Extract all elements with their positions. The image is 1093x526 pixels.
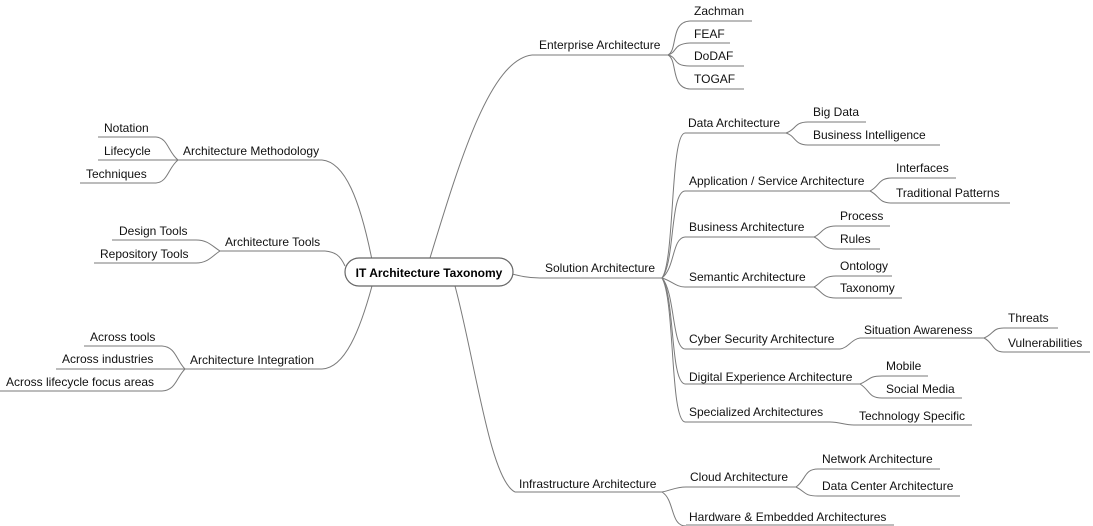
edge-solution-semantic [661, 277, 686, 288]
node-network-architecture[interactable]: Network Architecture [822, 452, 933, 466]
node-taxonomy[interactable]: Taxonomy [840, 281, 895, 295]
edge-semantic-ontology [813, 275, 837, 288]
node-vulnerabilities[interactable]: Vulnerabilities [1008, 336, 1082, 350]
edge-solution-cyber [661, 277, 686, 350]
node-dodaf[interactable]: DoDAF [694, 49, 733, 63]
node-business-architecture[interactable]: Business Architecture [689, 220, 805, 234]
root-node-label: IT Architecture Taxonomy [356, 266, 503, 280]
edge-methodology-notation [155, 136, 179, 161]
edge-semantic-taxonomy [813, 286, 837, 299]
edge-infra-cloud [661, 486, 687, 493]
edge-app-patterns [869, 190, 893, 204]
edge-root-methodology [321, 159, 373, 261]
node-interfaces[interactable]: Interfaces [896, 161, 949, 175]
node-hardware-embedded-architectures[interactable]: Hardware & Embedded Architectures [689, 510, 886, 524]
underlines [0, 20, 1090, 526]
node-digital-experience-architecture[interactable]: Digital Experience Architecture [689, 370, 853, 384]
edge-solution-application [661, 190, 686, 279]
node-social-media[interactable]: Social Media [886, 382, 955, 396]
edge-integration-tools [161, 345, 186, 370]
node-architecture-tools[interactable]: Architecture Tools [225, 235, 320, 249]
node-infrastructure-architecture[interactable]: Infrastructure Architecture [519, 477, 657, 491]
edge-data-bi [785, 132, 809, 146]
root-node-box [344, 257, 514, 287]
edge-tools-repository [195, 250, 221, 264]
node-across-lifecycle-focus-areas[interactable]: Across lifecycle focus areas [6, 375, 154, 389]
node-zachman[interactable]: Zachman [694, 4, 744, 18]
node-architecture-methodology[interactable]: Architecture Methodology [183, 144, 319, 158]
node-techniques[interactable]: Techniques [86, 167, 147, 181]
edge-enterprise-dodaf [667, 54, 691, 67]
edge-solution-specialized [661, 277, 686, 423]
node-rules[interactable]: Rules [840, 232, 871, 246]
edge-digital-social [859, 383, 883, 399]
node-across-industries[interactable]: Across industries [62, 352, 153, 366]
edge-business-rules [813, 236, 837, 250]
node-ontology[interactable]: Ontology [840, 259, 888, 273]
connectors [155, 20, 1005, 526]
node-traditional-patterns[interactable]: Traditional Patterns [896, 186, 1000, 200]
node-design-tools[interactable]: Design Tools [119, 224, 187, 238]
edge-solution-data [661, 132, 686, 279]
node-feaf[interactable]: FEAF [694, 27, 725, 41]
edge-enterprise-feaf [667, 42, 691, 56]
edge-root-infrastructure [454, 285, 516, 493]
edge-enterprise-togaf [667, 54, 691, 90]
node-data-center-architecture[interactable]: Data Center Architecture [822, 479, 954, 493]
labels: Enterprise Architecture Zachman FEAF DoD… [6, 4, 1082, 524]
node-threats[interactable]: Threats [1008, 311, 1049, 325]
root-node[interactable]: IT Architecture Taxonomy [344, 257, 514, 287]
edge-integration-lifecycle [161, 368, 186, 392]
node-lifecycle[interactable]: Lifecycle [104, 144, 151, 158]
node-specialized-architectures[interactable]: Specialized Architectures [689, 405, 823, 419]
edge-business-process [813, 225, 837, 238]
node-solution-architecture[interactable]: Solution Architecture [545, 261, 655, 275]
edge-root-enterprise [429, 54, 533, 259]
edge-enterprise-zachman [667, 20, 691, 56]
node-enterprise-architecture[interactable]: Enterprise Architecture [539, 38, 661, 52]
node-togaf[interactable]: TOGAF [694, 72, 735, 86]
edge-situation-vulnerabilities [983, 337, 1005, 353]
node-situation-awareness[interactable]: Situation Awareness [864, 323, 973, 337]
edge-solution-business [661, 236, 686, 279]
edge-methodology-techniques [155, 159, 179, 184]
node-business-intelligence[interactable]: Business Intelligence [813, 128, 926, 142]
edge-root-tools [324, 250, 346, 267]
node-cloud-architecture[interactable]: Cloud Architecture [690, 470, 788, 484]
node-across-tools[interactable]: Across tools [90, 330, 155, 344]
edge-cloud-network [795, 468, 819, 488]
node-repository-tools[interactable]: Repository Tools [100, 247, 189, 261]
node-cyber-security-architecture[interactable]: Cyber Security Architecture [689, 332, 835, 346]
edge-situation-threats [983, 327, 1005, 339]
edge-cloud-datacenter [795, 486, 819, 497]
node-semantic-architecture[interactable]: Semantic Architecture [689, 270, 806, 284]
edge-infra-hardware [661, 491, 687, 526]
edge-data-bigdata [785, 121, 809, 134]
edge-app-interfaces [869, 177, 893, 192]
edge-cyber-situation [839, 337, 861, 350]
node-notation[interactable]: Notation [104, 121, 149, 135]
node-data-architecture[interactable]: Data Architecture [688, 116, 780, 130]
edge-digital-mobile [859, 375, 883, 385]
node-big-data[interactable]: Big Data [813, 105, 859, 119]
node-architecture-integration[interactable]: Architecture Integration [190, 353, 314, 367]
node-technology-specific[interactable]: Technology Specific [859, 409, 965, 423]
node-process[interactable]: Process [840, 209, 883, 223]
node-mobile[interactable]: Mobile [886, 359, 922, 373]
edge-tools-design [195, 239, 221, 252]
node-application-service-architecture[interactable]: Application / Service Architecture [689, 174, 865, 188]
edge-root-integration [321, 285, 373, 370]
edge-specialized-tech [829, 421, 855, 426]
